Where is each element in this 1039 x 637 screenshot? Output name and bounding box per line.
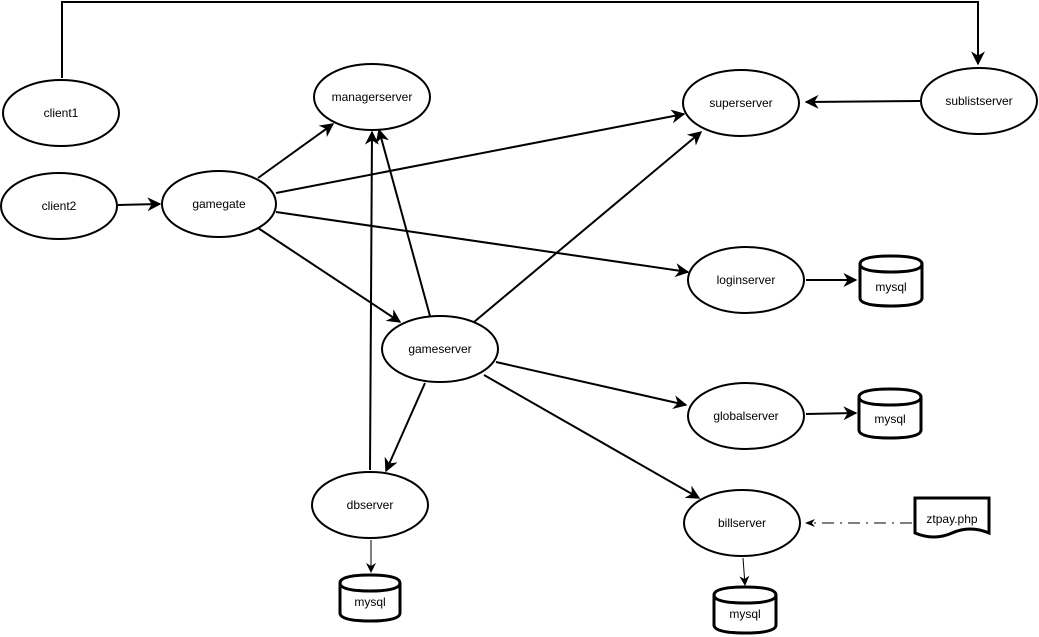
edge-gamegate-managerserver — [257, 123, 335, 179]
node-globalserver: globalserver — [687, 382, 805, 450]
node-loginserver: loginserver — [687, 246, 805, 314]
db-db-label: mysql — [354, 595, 385, 609]
edge-dbserver-managerserver — [364, 130, 379, 471]
database-db: mysql — [338, 573, 402, 623]
dbserver-label: dbserver — [347, 498, 394, 512]
node-client1: client1 — [2, 79, 120, 147]
edge-globalserver-mysql — [805, 406, 858, 421]
edge-sublistserver-superserver — [804, 94, 921, 109]
edge-gamegate-superserver — [275, 109, 686, 194]
client1-label: client1 — [44, 106, 79, 120]
edge-gamegate-loginserver — [275, 211, 690, 278]
edge-gameserver-managerserver — [375, 128, 431, 317]
database-bill: mysql — [712, 585, 778, 635]
edge-gameserver-superserver — [473, 131, 703, 323]
edge-gamegate-gameserver — [257, 227, 402, 323]
node-client2: client2 — [0, 172, 118, 240]
client2-label: client2 — [42, 199, 77, 213]
superserver-label: superserver — [709, 96, 772, 110]
edge-billserver-mysql — [739, 557, 750, 586]
billserver-label: billserver — [718, 516, 766, 530]
edge-client2-gamegate — [117, 197, 162, 212]
sublistserver-label: sublistserver — [945, 94, 1012, 108]
database-login: mysql — [858, 254, 924, 308]
node-gamegate: gamegate — [161, 170, 277, 238]
node-managerserver: managerserver — [313, 63, 431, 131]
node-gameserver: gameserver — [381, 315, 499, 383]
edge-gameserver-globalserver — [495, 361, 688, 410]
node-sublistserver: sublistserver — [920, 67, 1038, 135]
gamegate-label: gamegate — [192, 197, 246, 211]
edge-gameserver-billserver — [483, 374, 701, 499]
bill-db-label: mysql — [729, 607, 760, 621]
edge-client1-sublistserver — [61, 1, 985, 78]
node-billserver: billserver — [683, 489, 801, 557]
edges — [61, 1, 985, 586]
globalserver-label: globalserver — [713, 409, 778, 423]
node-dbserver: dbserver — [311, 471, 429, 539]
loginserver-label: loginserver — [717, 273, 776, 287]
login-db-label: mysql — [875, 280, 906, 294]
global-db-label: mysql — [874, 412, 905, 426]
edge-gameserver-dbserver — [384, 382, 426, 473]
ztpay-label: ztpay.php — [926, 512, 977, 526]
gameserver-label: gameserver — [408, 342, 471, 356]
managerserver-label: managerserver — [332, 90, 413, 104]
node-superserver: superserver — [682, 69, 800, 137]
database-global: mysql — [857, 387, 923, 440]
node-ztpay: ztpay.php — [913, 496, 991, 539]
